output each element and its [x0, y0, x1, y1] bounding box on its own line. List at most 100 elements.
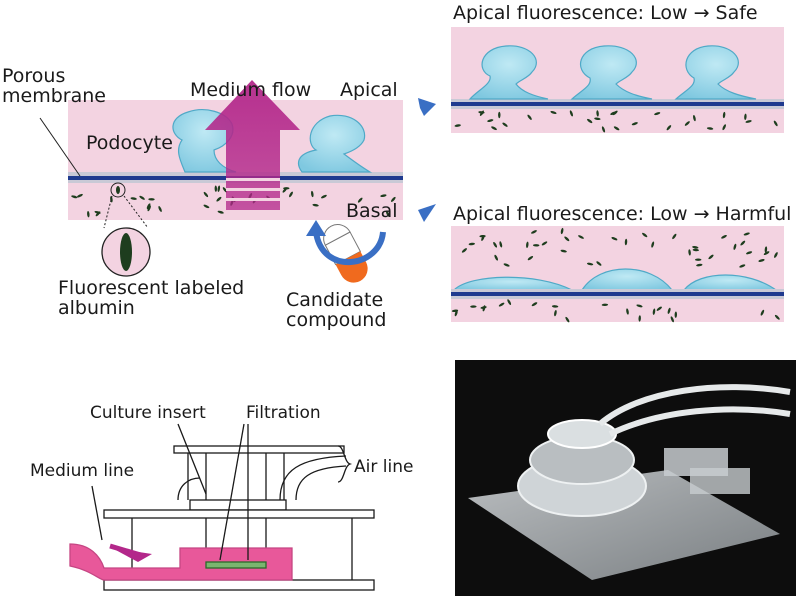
safe-panel-albumin — [454, 110, 778, 133]
albumin-dash — [385, 210, 390, 217]
albumin-dash — [611, 237, 618, 241]
albumin-dash — [743, 232, 750, 236]
podocyte-label: Podocyte — [86, 132, 173, 154]
albumin-dash — [311, 190, 314, 198]
albumin-dash — [763, 251, 770, 256]
medium-flow-arrow — [205, 80, 300, 210]
albumin-dash — [739, 264, 746, 268]
albumin-dash — [216, 196, 222, 202]
albumin-dash — [320, 194, 327, 199]
device-schematic — [69, 423, 375, 591]
albumin-dash — [487, 119, 494, 123]
albumin-dash — [493, 241, 498, 248]
albumin-dash — [148, 198, 155, 201]
albumin-dash — [498, 302, 505, 307]
albumin-dash — [692, 248, 699, 252]
albumin-dash — [560, 227, 564, 235]
basal-label: Basal — [346, 200, 398, 222]
albumin-dash — [527, 256, 534, 261]
albumin-dash — [214, 185, 218, 192]
medium-fill — [69, 543, 293, 581]
harmful-flattened-cell-2 — [580, 268, 674, 291]
harmful-panel — [451, 226, 784, 323]
medium-flow-indicator-shaft — [109, 543, 145, 559]
filtration-membrane — [205, 561, 267, 569]
arrow-to-safe-panel — [418, 98, 436, 116]
apical-label: Apical — [340, 79, 398, 101]
albumin-dash — [695, 258, 702, 261]
culture-insert-label: Culture insert — [90, 403, 206, 423]
albumin-dash — [760, 309, 765, 316]
albumin-dash — [601, 303, 609, 307]
albumin-dash — [693, 114, 696, 122]
harmful-panel-albumin — [451, 227, 780, 323]
main-chamber — [39, 80, 403, 283]
tube-2 — [608, 406, 791, 437]
albumin-dash — [461, 248, 467, 253]
albumin-dash — [541, 241, 548, 246]
albumin-dash — [222, 187, 228, 193]
albumin-dash — [667, 307, 671, 314]
albumin-dash — [550, 110, 557, 115]
albumin-dash — [745, 120, 752, 123]
safe-panel-title: Apical fluorescence: Low → Safe — [453, 2, 758, 24]
safe-podocyte-1 — [468, 45, 549, 100]
albumin-dash — [498, 111, 501, 119]
albumin-dash — [596, 110, 599, 117]
albumin-dash — [624, 238, 628, 246]
fluorescent-albumin-label: Fluorescent labeled albumin — [58, 277, 245, 319]
albumin-dash — [626, 308, 629, 315]
albumin-dash — [631, 122, 638, 126]
albumin-dash — [596, 261, 602, 266]
albumin-dash — [692, 245, 699, 249]
albumin-dash — [454, 124, 461, 127]
air-line-label: Air line — [354, 457, 414, 477]
albumin-dash — [95, 211, 101, 217]
albumin-dash — [499, 241, 503, 248]
albumin-dash — [740, 240, 746, 246]
harmful-flattened-cell-1 — [452, 276, 573, 291]
safe-podocyte-2 — [570, 45, 653, 100]
albumin-dash — [569, 110, 574, 117]
albumin-dash — [651, 241, 655, 248]
albumin-dash — [380, 194, 387, 198]
albumin-dash — [773, 120, 778, 127]
filtration-label: Filtration — [246, 403, 321, 423]
albumin-dash — [158, 206, 162, 212]
device-photo — [455, 360, 796, 596]
albumin-dash — [526, 241, 529, 248]
albumin-dash — [613, 126, 620, 131]
albumin-dash — [696, 263, 703, 267]
albumin-dash — [744, 113, 747, 120]
albumin-dash — [652, 308, 656, 315]
albumin-dash — [774, 314, 780, 320]
albumin-dash — [774, 252, 778, 258]
albumin-dash — [533, 244, 540, 247]
arrow-to-harmful-panel — [418, 204, 436, 222]
albumin-dash — [564, 236, 570, 242]
albumin-dash — [587, 118, 593, 124]
albumin-dash — [733, 243, 737, 250]
albumin-dash — [503, 263, 510, 267]
safe-panel — [451, 27, 784, 133]
albumin-dash — [554, 309, 557, 317]
albumin-dash — [507, 299, 512, 305]
albumin-dash — [642, 232, 648, 238]
albumin-dash — [390, 196, 396, 202]
albumin-dash — [721, 234, 727, 239]
albumin-dash — [491, 126, 497, 131]
albumin-dash — [656, 306, 662, 311]
albumin-dash — [670, 316, 674, 323]
albumin-dash — [217, 185, 221, 192]
albumin-dash — [758, 259, 765, 262]
albumin-dash — [482, 305, 486, 312]
albumin-dash — [139, 195, 145, 200]
albumin-dash — [666, 125, 672, 131]
albumin-dash — [586, 262, 594, 266]
albumin-dash — [531, 302, 538, 307]
albumin-dash — [594, 117, 601, 121]
albumin-dash — [722, 111, 726, 119]
albumin-dash — [502, 122, 508, 127]
harmful-panel-title: Apical fluorescence: Low → Harmful — [453, 203, 792, 225]
